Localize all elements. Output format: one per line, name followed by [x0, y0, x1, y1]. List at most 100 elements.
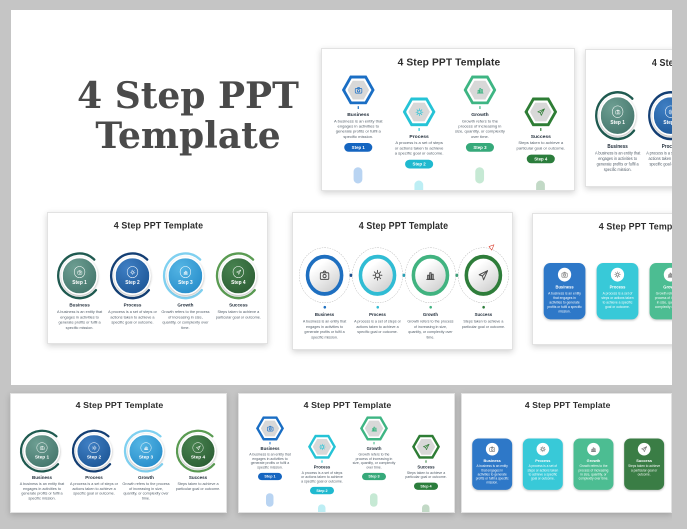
- circle-arc: [71, 429, 117, 473]
- step-description: A process is a set of steps or actions t…: [301, 471, 343, 484]
- step-card-business: Business A business is an entity that en…: [472, 438, 513, 490]
- step-heading: Success: [474, 311, 493, 317]
- step-column-business: Business A business is an entity that en…: [55, 302, 104, 330]
- icon-badge: [126, 266, 139, 278]
- paper-plane-icon: [641, 446, 647, 452]
- step-pill: Step 3: [465, 143, 495, 152]
- step-heading: Business: [347, 111, 370, 118]
- step-description: A business is an entity that engages in …: [56, 309, 103, 330]
- step-heading: Success: [229, 302, 248, 308]
- step-heading: Growth: [177, 302, 194, 308]
- step-circle: Step 4: [180, 433, 216, 469]
- step-card-business: Business A business is an entity that en…: [543, 262, 586, 320]
- decor-oval: [475, 167, 485, 184]
- camera-icon: [266, 425, 274, 432]
- bar-chart-icon: [183, 270, 188, 275]
- camera-icon: [39, 445, 45, 450]
- connector-line: [269, 441, 271, 445]
- step-label: Step 2: [86, 454, 102, 460]
- step-column-success: Success Steps taken to achieve a particu…: [460, 311, 507, 329]
- step-label: Step 2: [663, 119, 678, 126]
- step-heading: Success: [417, 464, 435, 470]
- step-description: Steps taken to achieve a particular goal…: [628, 464, 661, 477]
- step-column-growth: Growth Growth refers to the process of i…: [349, 416, 399, 481]
- icon-badge: [536, 442, 550, 456]
- icon-badge: [36, 442, 48, 454]
- hexagon: [402, 97, 436, 127]
- step-pill: Step 1: [344, 143, 373, 152]
- hexagon: [341, 75, 375, 105]
- slide-title: 4 Step PPT Template: [303, 400, 392, 410]
- step-circle: Step 1: [24, 433, 60, 469]
- gear-icon: [372, 269, 383, 281]
- step-column-growth: Growth Growth refers to the process of i…: [161, 302, 210, 330]
- gear-icon: [130, 269, 135, 275]
- step-label: Step 1: [610, 119, 625, 126]
- slide-title: 4 Step PPT Template: [397, 56, 501, 69]
- step-card-process: Process A process is a set of steps or a…: [522, 438, 563, 490]
- circle-arc: [109, 252, 156, 300]
- step-circle: [464, 254, 503, 296]
- step-label: Step 4: [231, 279, 246, 286]
- step-column-process: Process A process is a set of steps or a…: [70, 475, 118, 496]
- step-column-business: Business A business is an entity that en…: [329, 75, 388, 152]
- circle-arc: [175, 429, 221, 473]
- step-heading: Business: [260, 446, 280, 452]
- step-description: Growth refers to the process of increasi…: [454, 119, 505, 140]
- step-circle: Step 3: [167, 256, 204, 295]
- step-description: A business is an entity that engages in …: [334, 119, 383, 140]
- step-column-process: Process A process is a set of steps or a…: [390, 97, 449, 169]
- step-column-growth: Growth Growth refers to the process of i…: [407, 311, 454, 339]
- step-card-process: Process A process is a set of steps or a…: [596, 262, 639, 320]
- step-description: Growth refers to the process of increasi…: [352, 453, 396, 470]
- step-label: Step 3: [178, 279, 193, 286]
- bar-chart-icon: [426, 272, 435, 280]
- step-column-process: Process A process is a set of steps or a…: [354, 311, 401, 334]
- hero-title-line2: Template: [95, 115, 281, 158]
- step-column-business: Business A business is an entity that en…: [301, 311, 348, 339]
- step-pill: Step 3: [361, 473, 387, 481]
- hexagon: [524, 97, 558, 127]
- decor-oval: [536, 180, 545, 190]
- step-column-growth: Growth Growth refers to the process of i…: [451, 75, 510, 152]
- step-description: A business is an entity that engages in …: [475, 464, 509, 485]
- connector-line: [540, 128, 542, 131]
- step-column-process: Process A process is a set of steps or a…: [108, 302, 157, 325]
- slide-title: 4 Step PPT Template: [113, 219, 204, 231]
- slide-thumbnail-hexagon-bottom-middle: 4 Step PPT Template Business A business …: [238, 393, 455, 513]
- cursor-arrow: [488, 244, 495, 254]
- step-circle: Step 4: [220, 256, 257, 295]
- slide-title: 4 Step PPT Template: [358, 220, 449, 232]
- step-pill: Step 4: [526, 154, 555, 164]
- connector-dot: [349, 273, 353, 277]
- step-label: Step 4: [190, 454, 206, 460]
- paper-plane-icon: [537, 108, 545, 116]
- step-heading: Growth: [138, 475, 154, 481]
- step-description: A process is a set of steps or actions t…: [394, 141, 444, 156]
- hero-title: 4 Step PPT Template: [57, 76, 319, 157]
- step-description: Steps taken to achieve a particular goal…: [215, 309, 261, 320]
- gear-icon: [539, 446, 546, 453]
- decor-oval: [414, 180, 424, 190]
- step-description: Growth refers to the process of increasi…: [654, 291, 687, 310]
- dashed-circle: [457, 247, 509, 304]
- slide-title: 4 Step PPT Template: [75, 400, 164, 410]
- bar-chart-icon: [371, 426, 377, 432]
- step-description: Steps taken to achieve a particular goal…: [516, 141, 566, 151]
- circle-arc: [19, 429, 65, 473]
- camera-icon: [489, 446, 496, 452]
- step-column-business: Business A business is an entity that en…: [18, 475, 66, 500]
- bar-chart-icon: [143, 446, 149, 450]
- camera-icon: [561, 271, 568, 278]
- hero-title-line1: 4 Step PPT: [77, 75, 299, 117]
- step-description: A business is an entity that engages in …: [302, 318, 347, 340]
- step-description: A business is an entity that engages in …: [594, 150, 641, 173]
- step-label: Step 2: [125, 279, 140, 286]
- step-heading: Business: [555, 284, 574, 290]
- step-heading: Growth: [471, 111, 489, 118]
- step-pill: Step 2: [404, 159, 434, 169]
- paper-plane-icon: [236, 269, 241, 275]
- connector-line: [321, 460, 323, 463]
- step-description: Growth refers to the process of increasi…: [578, 464, 609, 481]
- decor-oval: [318, 504, 326, 512]
